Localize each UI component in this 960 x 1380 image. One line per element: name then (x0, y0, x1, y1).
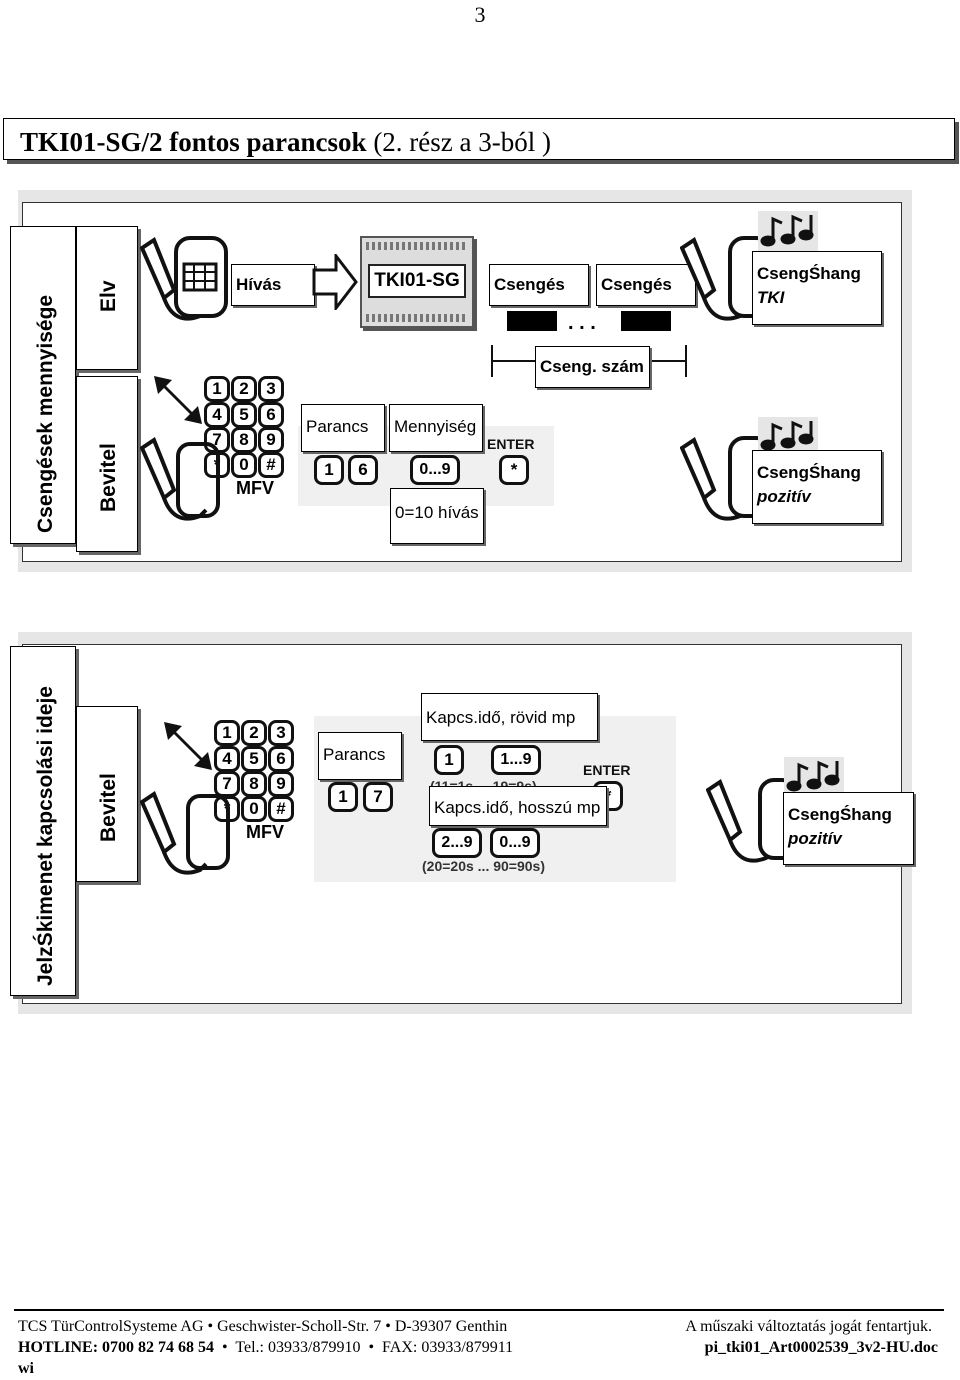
key-hash: # (268, 796, 294, 822)
key-4: 4 (214, 746, 240, 772)
cmd-key-1: 1 (328, 782, 358, 812)
music-notes-icon (758, 417, 818, 453)
footer-line-1: TCS TürControlSysteme AG • Geschwister-S… (18, 1318, 508, 1335)
tab-principle-label: Elv (97, 280, 120, 312)
tab-input-label: Bevitel (97, 443, 120, 512)
enter-key: * (499, 455, 529, 485)
keypad-brand: MFV (236, 478, 274, 498)
keypad-brand: MFV (246, 822, 284, 842)
key-6: 6 (268, 746, 294, 772)
key-8: 8 (241, 771, 267, 797)
tone-pos-box: CsengŚhang pozitív (752, 450, 882, 524)
key-0: 0 (241, 796, 267, 822)
cmd-key-1: 1 (314, 455, 344, 485)
key-0: 0 (231, 452, 257, 478)
short-key-range: 1...9 (491, 745, 541, 775)
key-9: 9 (258, 427, 284, 453)
cmd-key-7: 7 (363, 782, 393, 812)
ring-dots: . . . (568, 312, 596, 334)
long-time-box: Kapcs.idő, hosszú mp (429, 786, 607, 826)
footer-fax: FAX: 03933/879911 (382, 1339, 514, 1356)
ring-bar-2 (621, 311, 671, 331)
footer-company: TCS TürControlSysteme AG (18, 1318, 204, 1335)
tab-input (76, 376, 138, 552)
tki01-device: TKI01-SG (360, 236, 474, 328)
tab-principle (76, 226, 138, 370)
short-key-1: 1 (434, 745, 464, 775)
handset-icon (140, 236, 228, 321)
handset-icon (140, 436, 220, 521)
page-title: TKI01-SG/2 fontos parancsok (2. rész a 3… (3, 118, 955, 160)
cmd-label-box: Parancs (318, 732, 402, 780)
enter-label: ENTER (583, 762, 631, 778)
tone-tki-box: CsengŚhang TKI (752, 251, 882, 325)
footer-hotline: HOTLINE: 0700 82 74 68 54 (18, 1339, 215, 1356)
side-label: Csengések mennyisége (34, 294, 57, 533)
key-2: 2 (231, 376, 257, 402)
tab-input (76, 706, 138, 882)
qty-key: 0...9 (410, 455, 460, 485)
cmd-label-box: Parancs (301, 404, 385, 452)
side-label: JelzŚkimenet kapcsolási ideje (34, 686, 57, 986)
side-tab (10, 226, 76, 544)
arrow-right-icon (312, 254, 358, 310)
key-3: 3 (258, 376, 284, 402)
key-8: 8 (231, 427, 257, 453)
key-hash: # (258, 452, 284, 478)
qty-label-box: Mennyiség (389, 404, 483, 452)
double-arrow-icon (164, 722, 212, 770)
footer-line-2: HOTLINE: 0700 82 74 68 54 • Tel.: 03933/… (18, 1339, 514, 1356)
footer-city: D-39307 Genthin (394, 1318, 508, 1335)
device-label: TKI01-SG (368, 264, 466, 298)
key-5: 5 (241, 746, 267, 772)
tone-pos-box: CsengŚhang pozitív (783, 792, 914, 865)
side-tab (10, 646, 76, 996)
page-number: 3 (474, 2, 486, 27)
enter-label: ENTER (487, 436, 535, 452)
key-4: 4 (204, 402, 230, 428)
key-1: 1 (204, 376, 230, 402)
footer-rights: A műszaki változtatás jogát fentartjuk. (685, 1318, 932, 1335)
footer-wi: wi (18, 1360, 34, 1377)
key-1: 1 (214, 720, 240, 746)
handset-icon (140, 790, 230, 875)
short-time-box: Kapcs.idő, rövid mp (421, 693, 598, 741)
cmd-key-6: 6 (348, 455, 378, 485)
double-arrow-icon (154, 376, 202, 424)
ring-bar-1 (507, 311, 557, 331)
ring-count-bracket (491, 345, 687, 377)
key-7: 7 (204, 427, 230, 453)
ring-count-box: Cseng. szám (535, 346, 650, 388)
qty-note-box: 0=10 hívás (390, 488, 484, 544)
footer-doc: pi_tki01_Art0002539_3v2-HU.doc (704, 1339, 938, 1356)
key-5: 5 (231, 402, 257, 428)
title-rest: (2. rész a 3-ból ) (366, 127, 551, 157)
title-bold: TKI01-SG/2 fontos parancsok (20, 127, 367, 157)
footer-street: Geschwister-Scholl-Str. 7 (217, 1318, 382, 1335)
ring-box-2: Csengés (596, 264, 696, 306)
key-9: 9 (268, 771, 294, 797)
footer-rule (14, 1309, 944, 1311)
key-3: 3 (268, 720, 294, 746)
music-notes-icon (784, 757, 844, 795)
long-key-tens: 2...9 (432, 828, 482, 858)
key-6: 6 (258, 402, 284, 428)
long-note: (20=20s ... 90=90s) (422, 858, 545, 874)
tab-input-label: Bevitel (97, 773, 120, 842)
footer-tel: Tel.: 03933/879910 (235, 1339, 361, 1356)
ring-box-1: Csengés (489, 264, 589, 306)
music-notes-icon (758, 211, 818, 251)
call-box: Hívás (231, 264, 315, 306)
key-7: 7 (214, 771, 240, 797)
key-2: 2 (241, 720, 267, 746)
long-key-units: 0...9 (490, 828, 540, 858)
